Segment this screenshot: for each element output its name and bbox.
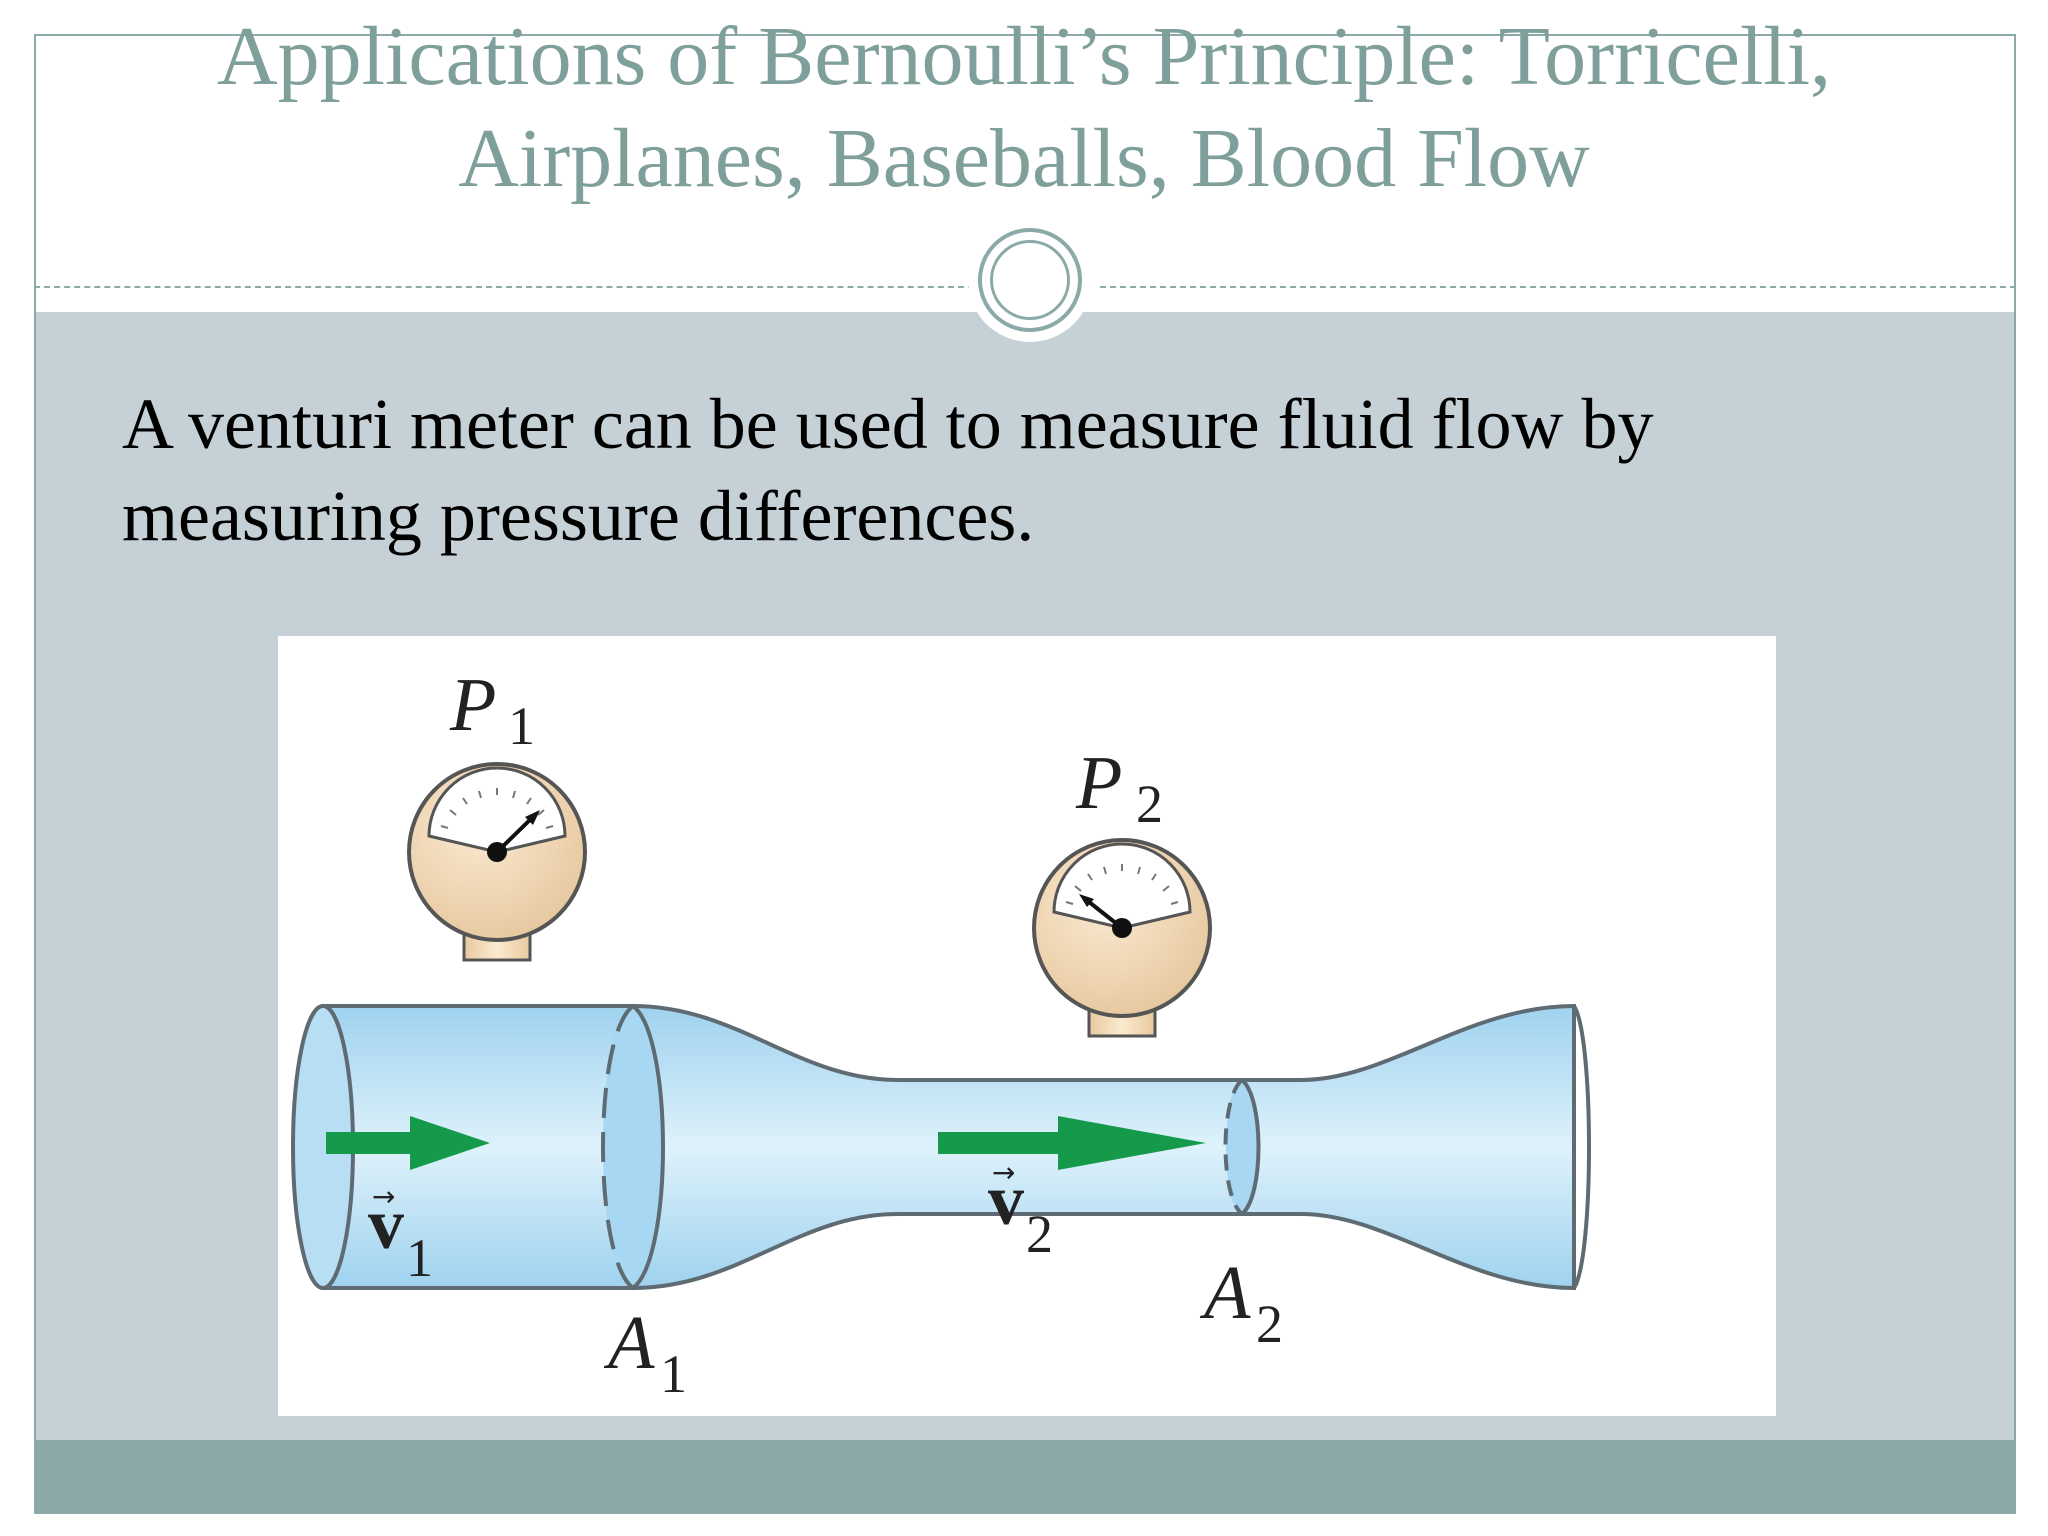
title-divider-right [1100, 286, 2016, 288]
footer-band [36, 1440, 2014, 1512]
cross-section-a1-rim [631, 1004, 665, 1290]
venturi-meter-figure: P 1 P 2 → v 1 → v 2 A 1 A 2 [278, 636, 1776, 1416]
cross-section-a2-fill [1226, 1080, 1258, 1214]
slide-frame [34, 34, 2016, 1514]
slide-title-line-1: Applications of Bernoulli’s Principle: T… [217, 10, 1831, 103]
label-p1-subscript: 1 [508, 696, 535, 756]
label-a2-subscript: 2 [1256, 1294, 1283, 1354]
venturi-meter-diagram: P 1 P 2 → v 1 → v 2 A 1 A 2 [291, 663, 1591, 1404]
label-p1: P [449, 663, 496, 747]
label-v2-subscript: 2 [1026, 1204, 1053, 1264]
label-a1-subscript: 1 [660, 1344, 687, 1404]
cross-section-a1-hidden-rim [601, 1004, 635, 1290]
velocity-arrow-1 [326, 1116, 490, 1170]
label-p2-subscript: 2 [1136, 774, 1163, 834]
label-a1: A [603, 1301, 655, 1385]
slide-title: Applications of Bernoulli’s Principle: T… [150, 6, 1898, 210]
pressure-gauge-2 [1032, 838, 1212, 1018]
slide-body-text: A venturi meter can be used to measure f… [122, 378, 1922, 562]
cross-section-a2-rim [1240, 1078, 1261, 1216]
label-p2: P [1075, 741, 1122, 825]
pipe-outlet-opening [1572, 1004, 1591, 1290]
label-v1-subscript: 1 [406, 1228, 433, 1288]
body-text-line-2: measuring pressure differences. [122, 476, 1035, 556]
label-v1: v [368, 1184, 404, 1264]
divider-ornament-inner-ring [990, 240, 1070, 320]
cross-section-a1-fill [603, 1006, 663, 1288]
slide-title-line-2: Airplanes, Baseballs, Blood Flow [458, 112, 1590, 205]
vector-arrow-v1: → [372, 1180, 395, 1213]
title-divider-left [34, 286, 974, 288]
vector-arrow-v2: → [992, 1156, 1015, 1189]
label-v2: v [988, 1160, 1024, 1240]
cross-section-a2-hidden-rim [1223, 1078, 1244, 1216]
body-text-line-1: A venturi meter can be used to measure f… [122, 384, 1654, 464]
velocity-arrow-2 [938, 1116, 1206, 1170]
pressure-gauge-1 [407, 762, 587, 942]
label-a2: A [1199, 1251, 1251, 1335]
